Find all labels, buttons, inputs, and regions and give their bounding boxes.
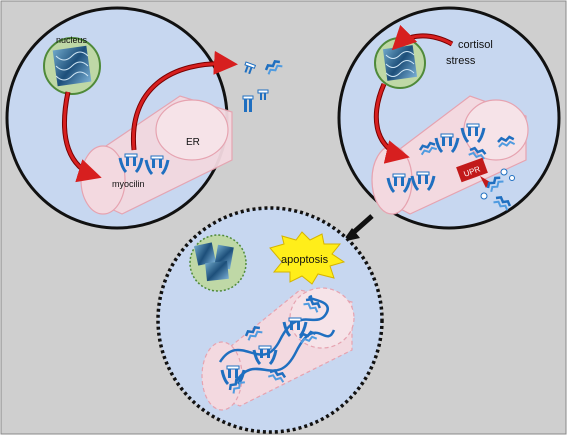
myocilin-label: myocilin [112, 179, 145, 189]
apoptosis-label: apoptosis [281, 254, 329, 266]
transcription-arrow [63, 91, 102, 183]
misfolded-protein-icon [480, 168, 515, 212]
protein-aggregate [218, 294, 336, 395]
stress-label: stress [446, 55, 476, 67]
secretion-arrow [131, 50, 238, 151]
left-cell: ER nucleus myocilin [5, 6, 238, 230]
er-label: ER [186, 137, 200, 148]
myocilin-tetramer-icon [257, 89, 269, 100]
secreted-proteins [242, 58, 284, 112]
myocilin-tetramer-icon [242, 95, 254, 112]
myocilin-tetramer-icon [244, 61, 257, 75]
bottom-cell: apoptosis [156, 206, 384, 434]
dna-helix-icon [194, 242, 234, 282]
transcription-arrow [374, 83, 410, 164]
nucleus-label: nucleus [56, 35, 88, 45]
dna-helix-icon [382, 45, 418, 81]
left-nucleus [43, 37, 101, 95]
dna-helix-icon [52, 45, 92, 87]
cortisol-arrow [391, 24, 453, 51]
cortisol-label: cortisol [458, 39, 493, 51]
right-cell: cortisol stress UPR [337, 6, 561, 230]
bottom-nucleus [189, 234, 247, 292]
apoptosis-burst [269, 231, 346, 285]
